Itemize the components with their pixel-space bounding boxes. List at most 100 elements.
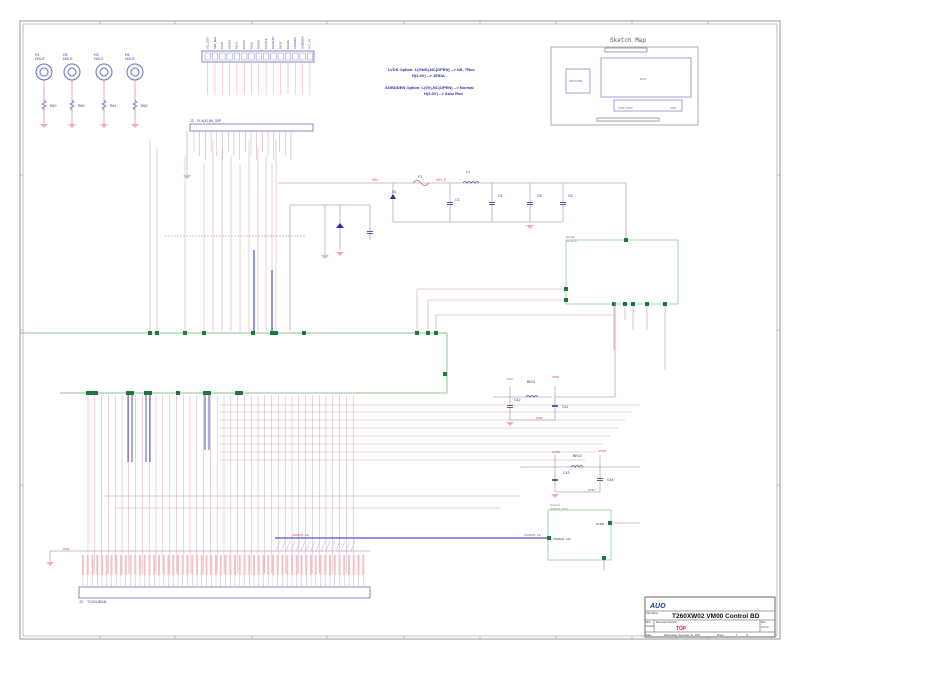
cap-ref: C42: [514, 398, 520, 402]
power-symbols: VIN VIN_F F1 L1 D1 C1 C4 C5 C6: [321, 170, 573, 259]
dcdc-ref: DC-DC: [566, 235, 575, 239]
pin-label-box: [362, 555, 365, 575]
bus-tap: [415, 331, 419, 335]
dcdc-pin: [624, 238, 628, 242]
pin-label-box: [324, 555, 327, 575]
pin-label-box: [186, 555, 189, 575]
pin-label-box: [357, 555, 360, 575]
pin-label-box: [120, 555, 122, 575]
bus-tap: [426, 331, 430, 335]
pin-label-box: [167, 555, 170, 575]
bead-ref: BK02: [573, 454, 582, 458]
pin-label-box: [319, 555, 322, 575]
pin-label-box: [101, 555, 103, 575]
doc-number-label: Document Number: [656, 621, 677, 624]
of-label: of: [746, 634, 748, 637]
net-gnd: GND: [536, 416, 544, 420]
pin-label-box: [291, 555, 293, 575]
hole-label: HOLE: [94, 57, 104, 61]
resistor-ref: R60: [78, 104, 84, 108]
pin-label-box: [172, 555, 175, 575]
signal-wire: [295, 540, 301, 552]
hole-ref: H2: [63, 53, 68, 57]
sheet-frame: [19, 20, 781, 640]
pin-label-box: [243, 555, 246, 575]
sketch-map-title: Sketch Map: [610, 37, 646, 44]
hole-h1: H1 HOLE R60: [35, 53, 56, 128]
ground-icon: [321, 255, 329, 259]
bus-tap: [130, 391, 134, 395]
gamma-ref: Gamma: [550, 503, 560, 507]
pin-box: [255, 52, 262, 61]
signal-wire: [315, 540, 321, 552]
note-agbdden-high: H(3.3V) --> Auto Run: [424, 91, 463, 96]
net-vcc: VCC: [507, 377, 514, 381]
header-j2: J2 FLX(K1)M_30P: [183, 119, 314, 179]
gamma-name: GAMMA_BUS: [550, 507, 568, 511]
pin-box: [212, 52, 219, 61]
pin-label-box: [210, 555, 213, 575]
pin-label-box: [281, 555, 284, 575]
diode-ref: D1: [392, 190, 397, 194]
bus-tap: [183, 331, 187, 335]
pin-label-box: [343, 555, 346, 575]
pin-label-box: [276, 555, 279, 575]
pin-label-box: [286, 555, 289, 575]
bus-tap: [251, 331, 255, 335]
pin-label-box: [224, 555, 227, 575]
pin-box: [219, 52, 226, 61]
title-label: Title Name: [646, 612, 659, 615]
sketch-block-label: PWR: [670, 107, 676, 110]
doc-number: TOP: [676, 626, 687, 632]
signal-wire: [350, 540, 356, 552]
fuse-ref: F1: [418, 175, 422, 179]
pin-label-box: [158, 555, 160, 575]
cap-ref: C5: [537, 194, 542, 198]
signal-wire: [330, 540, 336, 552]
pin-label: RXO1N: [242, 40, 246, 49]
pin-label-box: [143, 555, 146, 575]
bus-tap: [274, 331, 278, 335]
pin-label-box: [110, 555, 113, 575]
ground-icon: [526, 225, 534, 229]
inductor-ref: L1: [466, 170, 470, 174]
pin-box: [248, 52, 255, 61]
signal-wire: [290, 540, 296, 552]
bus-tap: [239, 391, 243, 395]
inductor-icon: [462, 181, 480, 184]
pin-label-box: [86, 555, 89, 575]
pin-label-box: [229, 555, 232, 575]
net-avdd: AVDD: [552, 450, 561, 454]
signal-wire: [335, 540, 341, 552]
dcdc-pin: [564, 298, 568, 302]
pin-label-box: [300, 555, 303, 575]
filter-bk01: VCC VDDI BK01 C42 C41 GND: [493, 302, 616, 426]
pin-label: RXO3N: [286, 40, 290, 49]
signal-wire: [275, 540, 281, 552]
pin-label-box: [310, 555, 312, 575]
gamma-pin-vgma: VGMA(1..14): [553, 537, 571, 541]
resistor-ref: R60: [50, 104, 56, 108]
ground-icon: [506, 422, 514, 426]
signal-wire: [280, 540, 286, 552]
pin-label-box: [238, 555, 241, 575]
pin-label: RXOCLK: [264, 38, 268, 49]
pin-label: RXO0N: [227, 40, 231, 49]
pin-label-box: [257, 555, 260, 575]
net-avdd: AVDD: [598, 449, 607, 453]
bus-tap: [443, 372, 447, 376]
sketch-map: Sketch Map DDR-DIMM MAIN LVDS CONN PWR: [550, 37, 699, 126]
signal-wire: [305, 540, 311, 552]
connector-j3: GND J3 TCON-BD41: [46, 547, 371, 604]
bus-tap: [148, 391, 152, 395]
sketch-block-label: DDR-DIMM: [569, 80, 582, 83]
connector-j3-pins: [82, 555, 365, 587]
pin-box: [277, 52, 284, 61]
pin-box: [306, 52, 313, 61]
rev-value: EC00: [761, 625, 769, 629]
pin-label: RXO1: [235, 41, 239, 49]
hole-ref: H1: [35, 53, 40, 57]
pin-label: RXOCLKN: [271, 36, 275, 49]
sketch-block-label: MAIN: [640, 78, 646, 81]
gamma-pin-avdd: AVDD: [596, 522, 605, 526]
